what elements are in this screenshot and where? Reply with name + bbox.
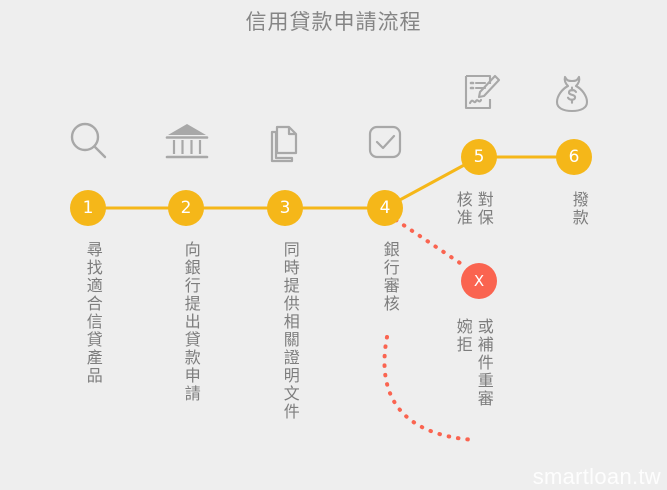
flow-node-number: 6 (568, 147, 580, 167)
documents-icon (260, 116, 312, 168)
flow-label-step-5-right: 對保 (474, 191, 494, 227)
flow-label-reject-right: 或補件重審 (474, 318, 494, 408)
flow-node-reject[interactable]: X (461, 263, 497, 299)
flow-label-reject-left: 婉拒 (453, 318, 473, 354)
money-bag-icon (546, 66, 598, 118)
flow-node-step-2[interactable]: 2 (168, 190, 204, 226)
flow-node-number: 4 (379, 198, 391, 218)
watermark: smartloan.tw (532, 464, 661, 489)
flow-label-step-2: 向銀行提出貸款申請 (181, 241, 201, 403)
page-title: 信用貸款申請流程 (245, 10, 422, 34)
flow-node-step-6[interactable]: 6 (556, 139, 592, 175)
flow-label-step-3: 同時提供相關證明文件 (280, 241, 300, 421)
flow-node-number: 5 (473, 147, 485, 167)
flow-label-step-1: 尋找適合信貸產品 (83, 241, 103, 385)
bank-icon (161, 116, 213, 168)
flow-label-step-4: 銀行審核 (380, 241, 400, 313)
flow-node-step-3[interactable]: 3 (267, 190, 303, 226)
magnifier-icon (63, 116, 115, 168)
flow-label-step-6: 撥款 (569, 191, 589, 227)
flow-node-number: X (473, 272, 485, 290)
sign-contract-icon (454, 66, 506, 118)
flow-node-step-1[interactable]: 1 (70, 190, 106, 226)
flow-label-step-5-left: 核准 (453, 191, 473, 227)
flow-node-number: 1 (82, 198, 94, 218)
flow-node-step-4[interactable]: 4 (367, 190, 403, 226)
flow-node-number: 2 (180, 198, 192, 218)
flow-node-step-5[interactable]: 5 (461, 139, 497, 175)
flow-node-number: 3 (279, 198, 291, 218)
check-square-icon (359, 116, 411, 168)
